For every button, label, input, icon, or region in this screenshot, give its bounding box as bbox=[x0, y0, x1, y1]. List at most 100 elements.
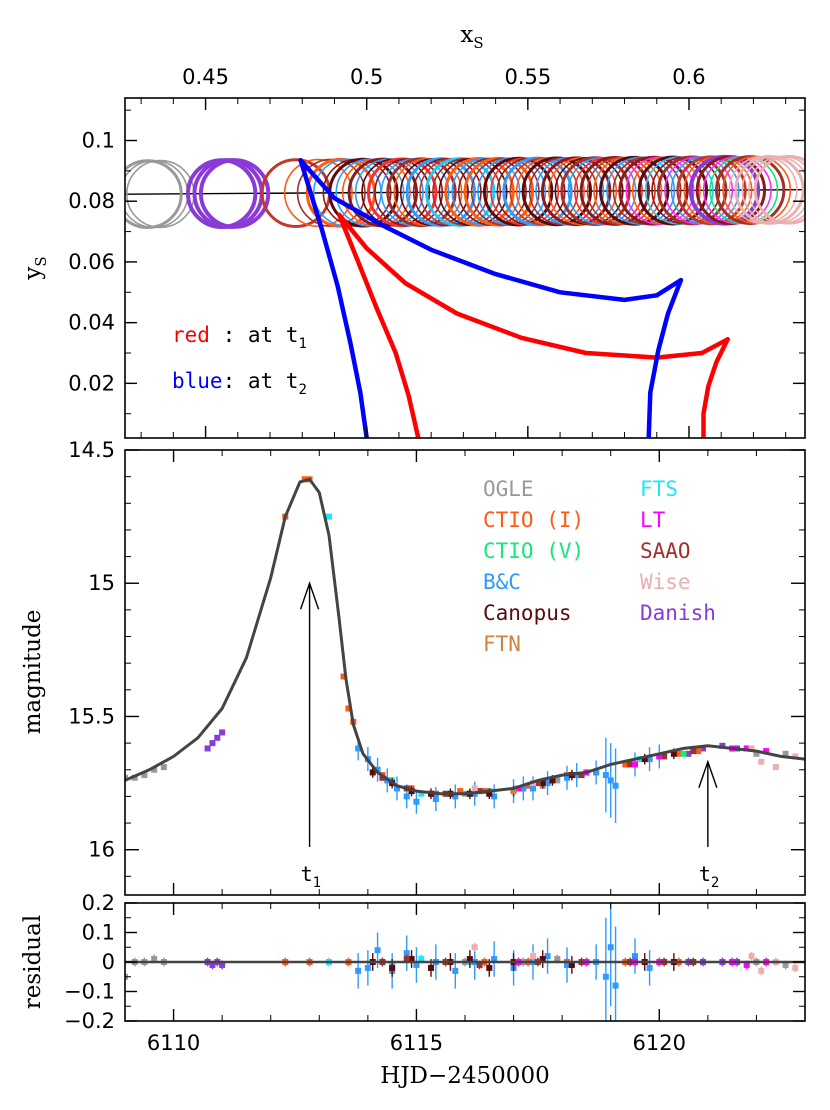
marker-arrow-head bbox=[299, 581, 320, 610]
resid-point-OGLE bbox=[554, 956, 561, 963]
bot-y-tick-label: 0.1 bbox=[82, 921, 115, 945]
obs-point-B&C bbox=[612, 782, 619, 789]
obs-point-B&C bbox=[602, 772, 609, 779]
obs-point-B&C bbox=[564, 774, 570, 781]
source-circle bbox=[283, 158, 353, 228]
obs-point-OGLE bbox=[125, 774, 128, 781]
caustic-legend: red : at t1 blue: at t2 bbox=[172, 323, 307, 398]
resid-point-Canopus bbox=[428, 964, 434, 971]
legend-entry: Wise bbox=[640, 570, 691, 594]
resid-point-Canopus bbox=[408, 956, 415, 963]
resid-point-Wise bbox=[471, 944, 478, 951]
obs-point-CTIO (I) bbox=[675, 750, 682, 757]
bot-y-tick-label: −0.2 bbox=[64, 1009, 115, 1033]
resid-point-Wise bbox=[530, 953, 536, 960]
marker-label: t1 bbox=[301, 862, 321, 891]
source-circle bbox=[198, 158, 271, 229]
top-x-tick-label: 0.6 bbox=[672, 65, 705, 89]
legend-entry: LT bbox=[640, 508, 666, 532]
top-x-tick-label: 0.5 bbox=[350, 65, 383, 89]
resid-point-B&C bbox=[491, 956, 498, 963]
caustic-blue-5 bbox=[646, 277, 684, 438]
obs-point-B&C bbox=[355, 745, 362, 752]
top-y-tick-label: 0.1 bbox=[82, 129, 115, 153]
obs-point-CTIO (I) bbox=[695, 748, 702, 755]
resid-point-B&C bbox=[452, 967, 459, 974]
bot-x-tick-label: 6110 bbox=[147, 1031, 200, 1055]
resid-point-OGLE bbox=[782, 961, 789, 968]
obs-point-LT bbox=[763, 748, 770, 755]
bot-y-tick-label: 0 bbox=[102, 950, 115, 974]
top-panel-frame bbox=[124, 97, 806, 439]
top-x-axis-title: xS bbox=[460, 22, 483, 52]
legend-entry: CTIO (V) bbox=[483, 539, 584, 563]
obs-point-B&C bbox=[646, 756, 653, 763]
obs-point-B&C bbox=[593, 769, 600, 776]
obs-point-Canopus bbox=[670, 750, 677, 757]
obs-point-Canopus bbox=[549, 777, 556, 784]
resid-point-B&C bbox=[403, 950, 410, 957]
top-y-tick-label: 0.02 bbox=[68, 371, 115, 395]
resid-point-SAAO bbox=[403, 956, 410, 963]
resid-point-LT bbox=[743, 961, 750, 968]
obs-point-Danish bbox=[209, 740, 216, 747]
obs-point-OGLE bbox=[160, 764, 167, 771]
legend-entry: Canopus bbox=[483, 601, 572, 625]
legend-entry: B&C bbox=[483, 570, 521, 594]
marker-label: t2 bbox=[699, 862, 719, 891]
obs-point-Wise bbox=[758, 758, 765, 765]
resid-point-Danish bbox=[219, 961, 226, 968]
obs-point-Danish bbox=[719, 742, 726, 749]
obs-point-Canopus bbox=[486, 790, 493, 797]
obs-point-LT bbox=[656, 753, 663, 760]
legend-entry: Danish bbox=[640, 601, 716, 625]
caustic-legend-red: red : at t1 bbox=[172, 323, 307, 352]
obs-point-B&C bbox=[374, 766, 381, 773]
caustic-red-2 bbox=[701, 337, 730, 438]
bot-x-axis-title: HJD−2450000 bbox=[380, 1063, 549, 1089]
resid-point-B&C bbox=[544, 953, 551, 960]
mid-y-axis-title: magnitude bbox=[20, 610, 46, 735]
bot-x-tick-label: 6115 bbox=[390, 1031, 443, 1055]
obs-point-B&C bbox=[432, 796, 439, 803]
resid-point-Canopus bbox=[389, 964, 396, 971]
resid-point-Wise bbox=[748, 953, 755, 960]
obs-point-LT bbox=[632, 761, 638, 768]
resid-point-Canopus bbox=[539, 956, 546, 963]
obs-point-CTIO (I) bbox=[622, 761, 629, 768]
top-y-tick-label: 0.04 bbox=[68, 311, 115, 335]
caustic-red-1 bbox=[337, 212, 730, 360]
top-y-axis-title: yS bbox=[20, 256, 50, 280]
obs-point-B&C bbox=[403, 793, 410, 800]
resid-point-Wise bbox=[758, 967, 765, 974]
obs-point-LT bbox=[743, 745, 750, 752]
obs-point-CTIO (V) bbox=[680, 750, 687, 757]
obs-point-B&C bbox=[520, 785, 527, 792]
resid-point-B&C bbox=[413, 961, 420, 968]
resid-point-B&C bbox=[374, 947, 381, 954]
mid-y-tick-label: 15 bbox=[88, 571, 115, 595]
resid-point-SAAO bbox=[476, 961, 483, 968]
legend-entry: OGLE bbox=[483, 477, 534, 501]
obs-point-Wise bbox=[792, 753, 799, 760]
obs-point-B&C bbox=[607, 777, 614, 784]
model-light-curve bbox=[125, 477, 805, 796]
resid-point-Danish bbox=[209, 961, 216, 968]
top-x-tick-label: 0.45 bbox=[182, 65, 229, 89]
legend-entry: SAAO bbox=[640, 539, 691, 563]
resid-point-OGLE bbox=[151, 956, 158, 963]
legend-entry: FTN bbox=[483, 632, 521, 656]
resid-point-B&C bbox=[364, 964, 371, 971]
obs-point-OGLE bbox=[151, 766, 158, 773]
caustic-blue-3 bbox=[298, 157, 369, 438]
source-circle bbox=[753, 154, 805, 225]
obs-point-B&C bbox=[491, 793, 498, 800]
obs-point-B&C bbox=[394, 785, 400, 792]
obs-point-Canopus bbox=[369, 769, 376, 776]
resid-point-Canopus bbox=[486, 964, 493, 971]
mid-y-tick-label: 16 bbox=[88, 838, 115, 862]
